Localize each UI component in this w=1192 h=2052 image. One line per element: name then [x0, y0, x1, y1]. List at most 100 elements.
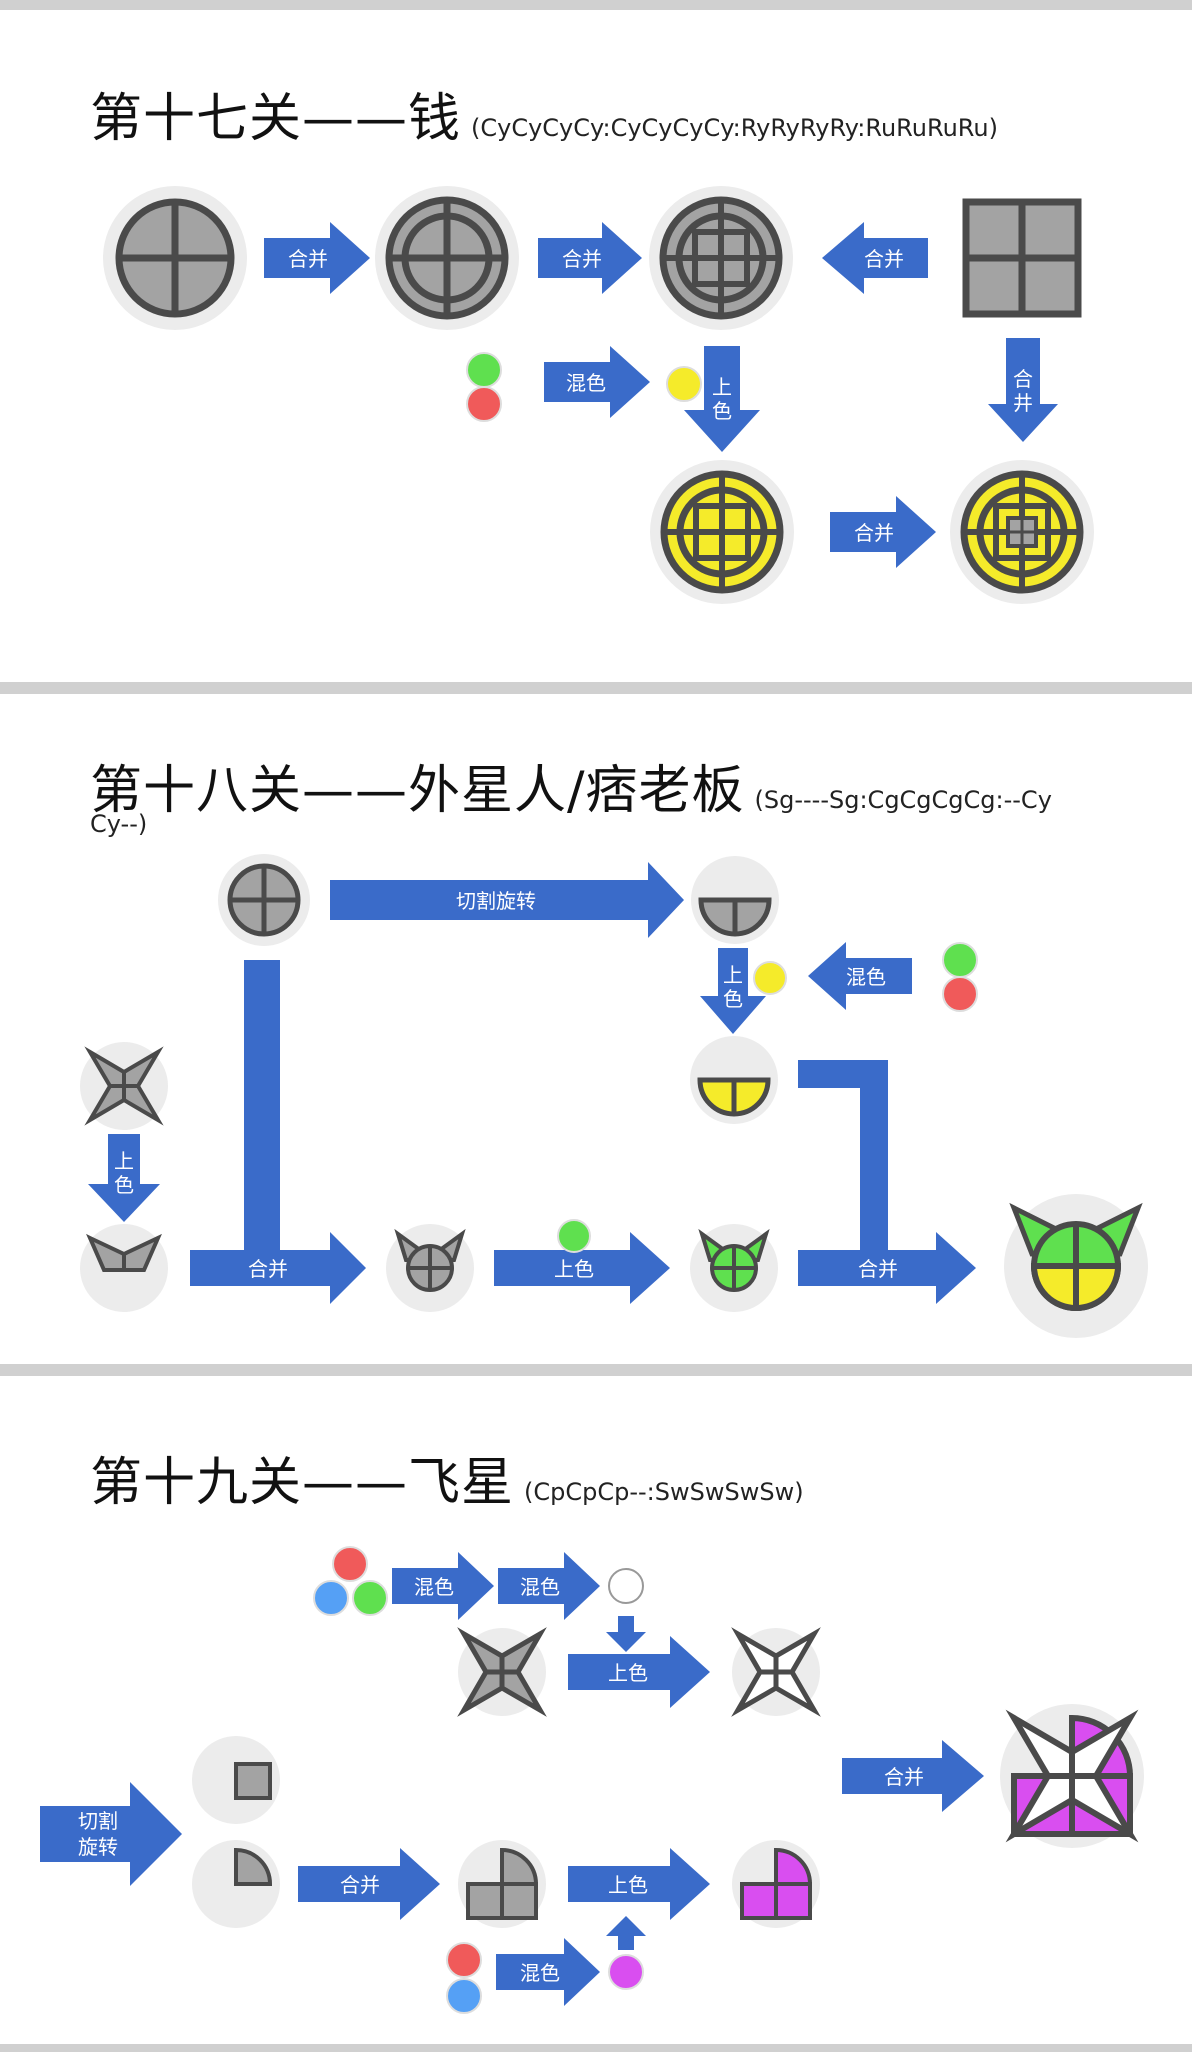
arrow-label: 色	[723, 987, 743, 1011]
merge-arrow: 合 井	[988, 338, 1058, 442]
arrow-label: 合	[1013, 367, 1033, 391]
paint-arrow: 上 色	[684, 346, 760, 452]
shape-square-quartered	[962, 198, 1082, 318]
merge-arrow: 合并	[190, 960, 366, 1304]
arrow-label: 合并	[864, 247, 904, 271]
cut-rotate-arrow: 切割 旋转	[40, 1782, 182, 1886]
green-dye	[557, 1219, 591, 1253]
white-dye	[608, 1568, 644, 1604]
purple-dye	[608, 1954, 644, 1990]
shape-star-white	[731, 1627, 821, 1717]
shape-quarter-circle-gray	[192, 1840, 280, 1928]
arrow-label: 合并	[562, 247, 602, 271]
merge-arrow: 合并	[798, 1060, 976, 1304]
arrow-label: 混色	[520, 1575, 560, 1599]
level-19-code: (CpCpCp--:SwSwSwSw)	[524, 1478, 804, 1506]
merge-arrow: 合并	[298, 1848, 440, 1920]
shape-double-ring	[375, 186, 519, 330]
blue-dye	[446, 1978, 482, 2014]
shape-circle-quartered	[103, 186, 247, 330]
green-dye	[352, 1580, 388, 1616]
mix-arrow: 混色	[498, 1552, 600, 1620]
red-dye	[446, 1942, 482, 1978]
arrow-label: 上	[712, 375, 732, 399]
mix-arrow: 混色	[392, 1552, 494, 1620]
arrow-label: 上	[114, 1149, 134, 1173]
merge-arrow: 合并	[822, 222, 928, 294]
cut-rotate-arrow: 切割旋转	[330, 862, 684, 938]
paint-arrow: 上色	[568, 1848, 710, 1920]
shape-quarters-purple	[732, 1840, 820, 1928]
merge-arrow: 合并	[830, 496, 936, 568]
red-dye	[942, 976, 978, 1012]
arrow-label: 合并	[248, 1257, 288, 1281]
merge-arrow: 合并	[538, 222, 642, 294]
shape-alien-final	[1004, 1194, 1148, 1338]
shape-cat-green	[690, 1224, 778, 1312]
section-divider-1	[0, 682, 1192, 694]
arrow-label: 合并	[884, 1765, 924, 1789]
arrow-label: 合并	[340, 1873, 380, 1897]
arrow-label: 合并	[858, 1257, 898, 1281]
shape-coin-gray	[649, 186, 793, 330]
green-dye	[466, 352, 502, 388]
shape-circle-quartered	[218, 854, 310, 946]
small-up-arrow	[606, 1916, 646, 1950]
mix-arrow: 混色	[808, 942, 912, 1010]
arrow-label: 上色	[554, 1257, 594, 1281]
paint-arrow: 上色	[568, 1636, 710, 1708]
arrow-label: 混色	[414, 1575, 454, 1599]
small-down-arrow	[606, 1616, 646, 1652]
level-17-code: (CyCyCyCy:CyCyCyCy:RyRyRyRy:RuRuRuRu)	[471, 114, 998, 142]
level-18-code-wrap: Cy--)	[90, 810, 148, 838]
shape-half-circle-yellow	[690, 1036, 778, 1124]
shape-quarters-gray	[458, 1840, 546, 1928]
arrow-label: 切割	[78, 1809, 118, 1833]
shape-cat-gray	[386, 1224, 474, 1312]
shape-small-square	[192, 1736, 280, 1824]
mix-arrow: 混色	[544, 346, 650, 418]
shape-star-gray	[80, 1042, 168, 1130]
arrow-label: 旋转	[78, 1835, 118, 1859]
arrow-label: 上色	[608, 1873, 648, 1897]
arrow-label: 色	[712, 399, 732, 423]
shape-half-circle-gray	[691, 856, 779, 944]
shape-star-final	[1000, 1704, 1144, 1848]
red-dye	[332, 1546, 368, 1582]
level-19-name: 第十九关——飞星	[90, 1453, 515, 1513]
green-dye	[942, 942, 978, 978]
merge-arrow: 合并	[842, 1740, 984, 1812]
arrow-label: 合并	[288, 247, 328, 271]
level-17-name: 第十七关——钱	[90, 89, 462, 149]
level-17-title: 第十七关——钱 (CyCyCyCy:CyCyCyCy:RyRyRyRy:RuRuR…	[90, 76, 998, 151]
arrow-label: 切割旋转	[456, 889, 536, 913]
shape-coin-final	[950, 460, 1094, 604]
yellow-dye	[753, 961, 787, 995]
bottom-divider	[0, 2044, 1192, 2052]
merge-arrow: 合并	[264, 222, 370, 294]
level-18-title: 第十八关——外星人/痞老板 (Sg----Sg:CgCgCgCg:--Cy	[90, 748, 1052, 823]
red-dye	[466, 386, 502, 422]
paint-arrow: 上色	[494, 1232, 670, 1304]
mix-arrow: 混色	[496, 1938, 600, 2006]
arrow-label: 混色	[566, 371, 606, 395]
shape-star-gray	[457, 1627, 547, 1717]
paint-arrow: 上 色	[88, 1134, 160, 1222]
arrow-label: 合并	[854, 521, 894, 545]
arrow-label: 混色	[846, 965, 886, 989]
arrow-label: 井	[1013, 391, 1033, 415]
arrow-label: 上	[723, 963, 743, 987]
top-divider	[0, 0, 1192, 10]
level-19-title: 第十九关——飞星 (CpCpCp--:SwSwSwSw)	[90, 1440, 804, 1515]
level-18-code: (Sg----Sg:CgCgCgCg:--Cy	[754, 786, 1052, 814]
arrow-label: 上色	[608, 1661, 648, 1685]
shape-ears-gray	[80, 1224, 168, 1312]
arrow-label: 色	[114, 1173, 134, 1197]
paint-arrow: 上 色	[700, 948, 766, 1034]
level-18-name: 第十八关——外星人/痞老板	[90, 761, 745, 821]
section-divider-2	[0, 1364, 1192, 1376]
yellow-dye	[666, 366, 702, 402]
shape-coin-yellow	[650, 460, 794, 604]
blue-dye	[313, 1580, 349, 1616]
